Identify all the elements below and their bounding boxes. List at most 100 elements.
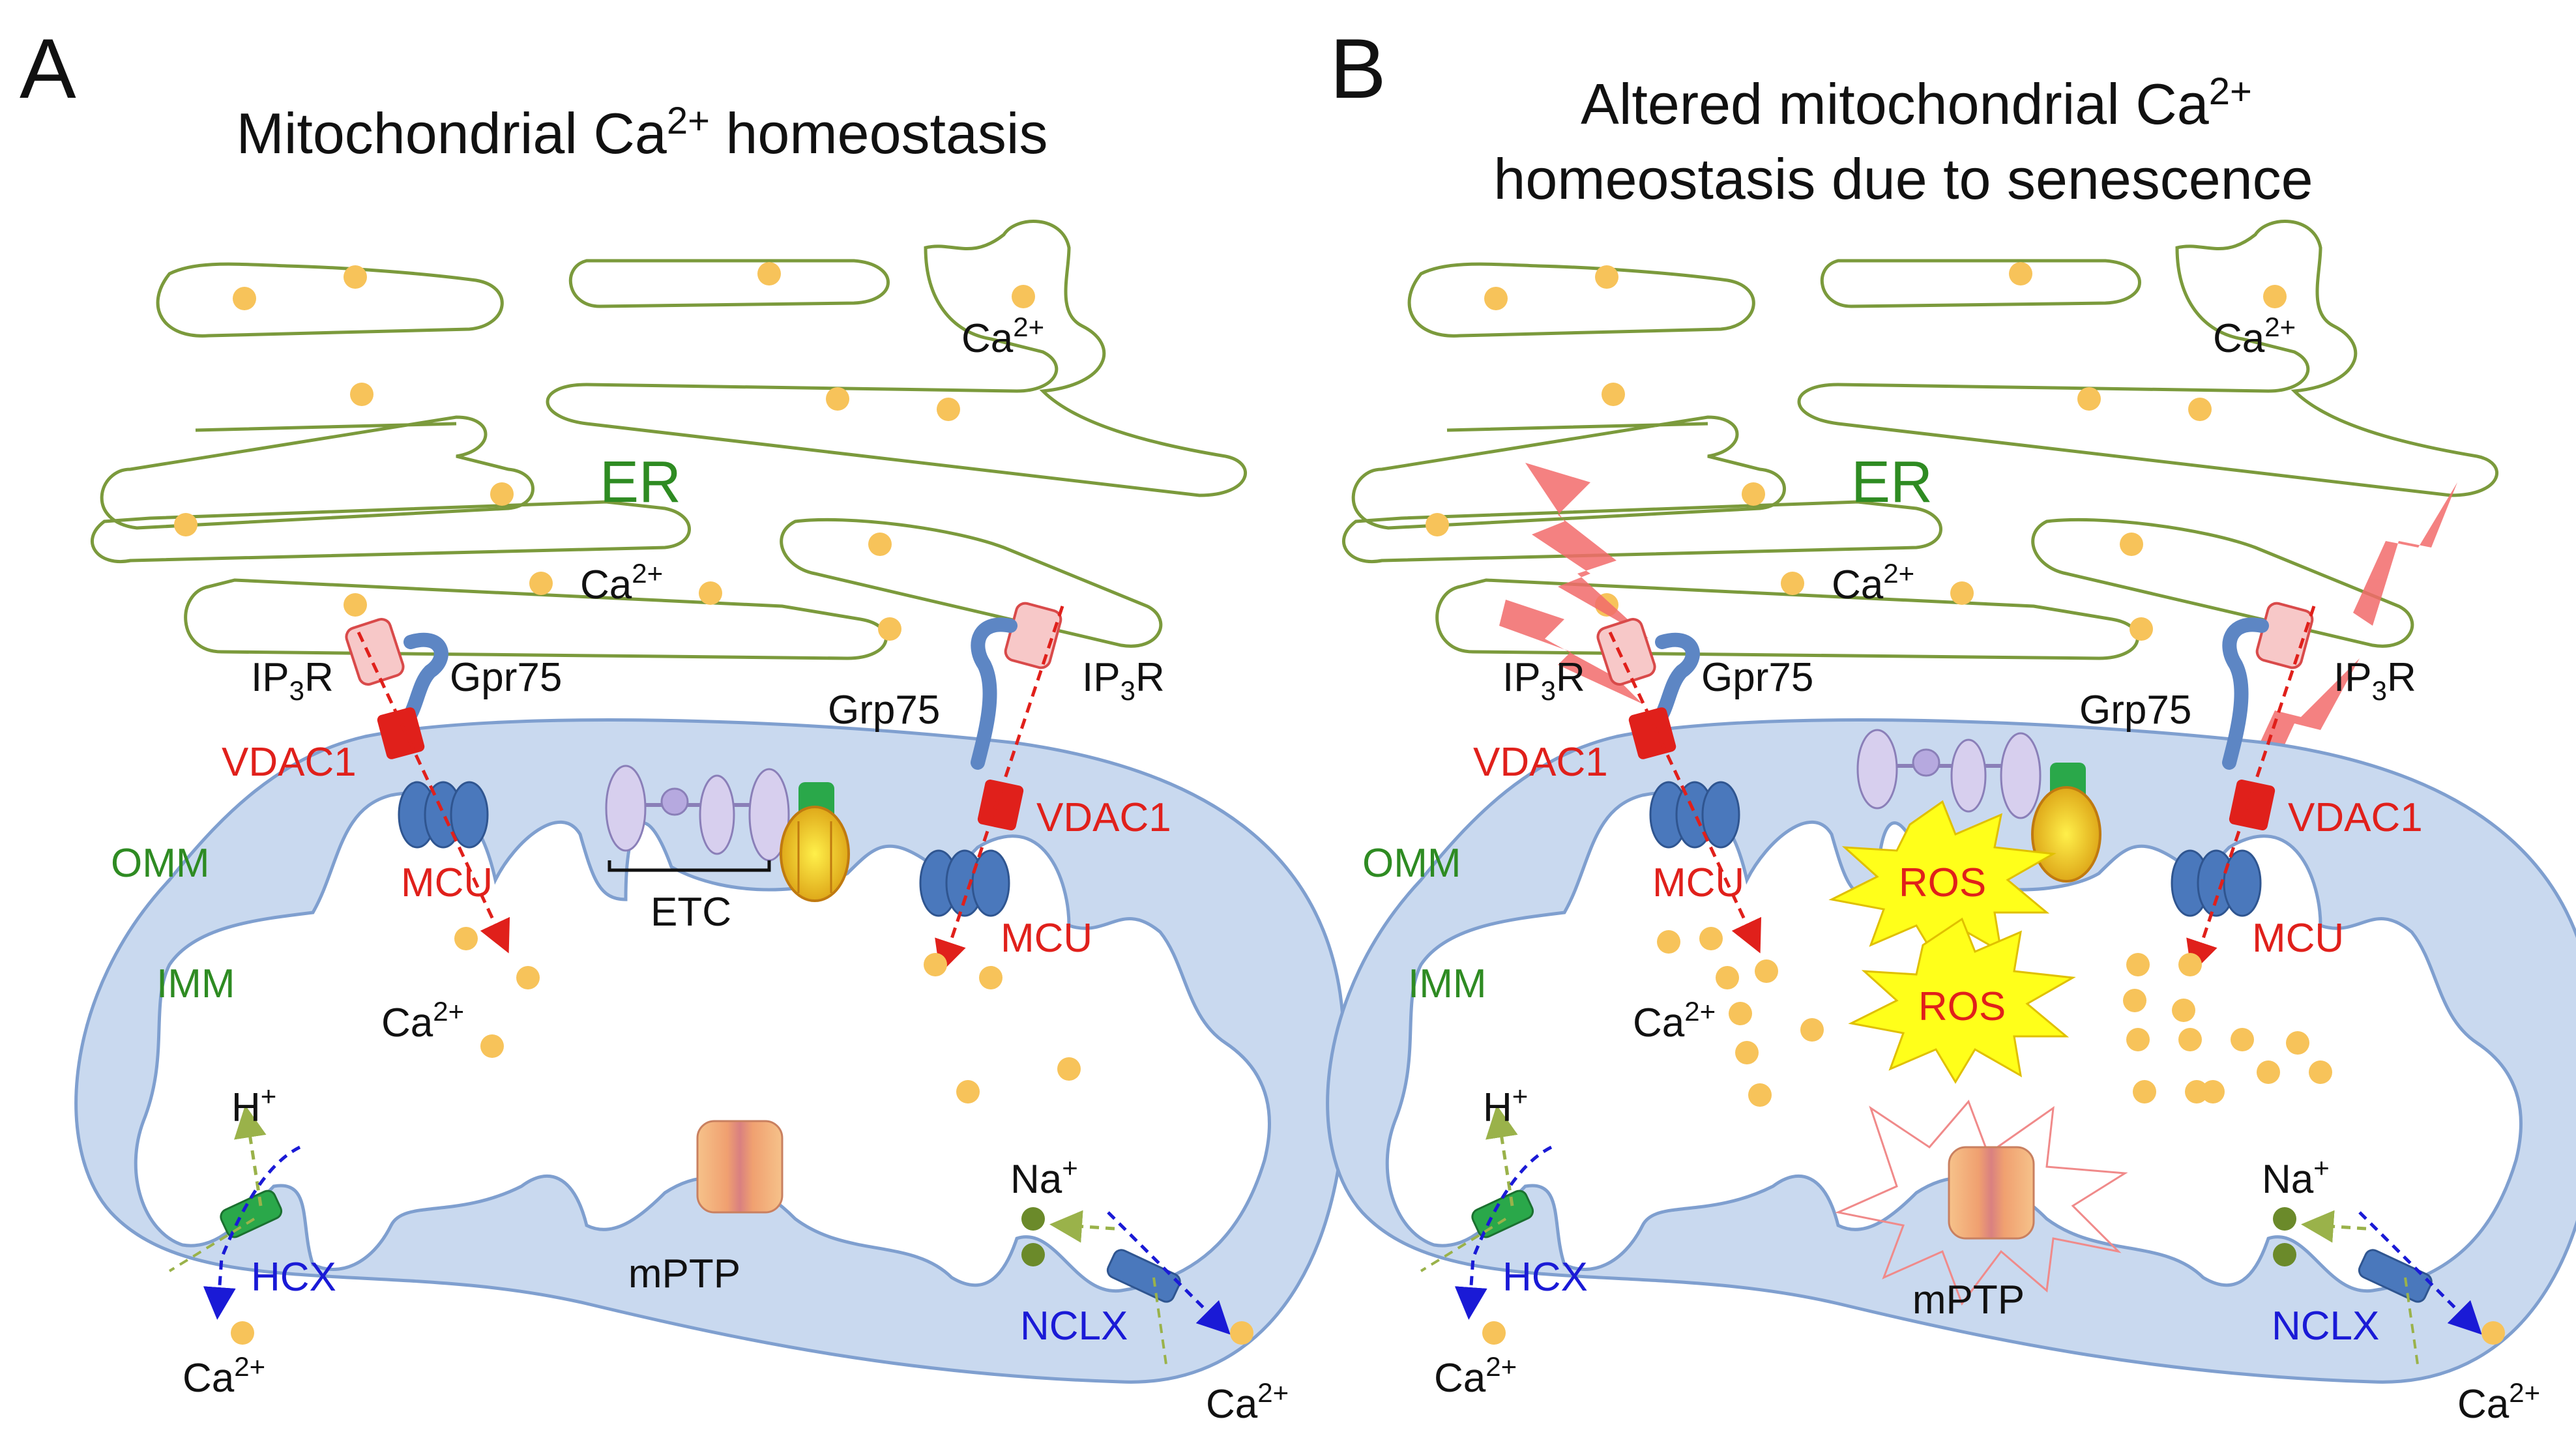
er-calcium-ions xyxy=(1426,262,2287,641)
calcium-ion xyxy=(2172,999,2195,1022)
mptp-label: mPTP xyxy=(628,1251,740,1296)
calcium-ion xyxy=(1484,287,1508,310)
lightning-bolt-icon xyxy=(2353,482,2457,626)
ros-label-2: ROS xyxy=(1918,984,2006,1029)
ca-label-matrix: Ca2+ xyxy=(1633,996,1716,1045)
calcium-ion xyxy=(924,953,947,976)
er-network xyxy=(1342,220,2498,660)
ca-label-nclx: Ca2+ xyxy=(1206,1377,1289,1427)
calcium-ion xyxy=(2009,262,2032,285)
grp75-right xyxy=(971,617,1017,770)
calcium-ion xyxy=(757,262,781,285)
ip3r-label-right: IP3R xyxy=(2334,655,2416,706)
calcium-ion xyxy=(2130,617,2153,641)
etc-label: ETC xyxy=(651,890,731,935)
atp-synthase xyxy=(780,782,850,902)
calcium-ion xyxy=(1657,930,1680,954)
calcium-flux-arrow-right xyxy=(935,606,1064,974)
calcium-ion xyxy=(480,1034,504,1058)
calcium-flux-arrow-left xyxy=(1608,631,1762,954)
vdac1-label-left: VDAC1 xyxy=(1473,740,1608,785)
ip3r-channel-right xyxy=(1004,602,1062,669)
calcium-ion xyxy=(2178,1028,2202,1051)
calcium-ion xyxy=(2231,1028,2254,1051)
grp75-right xyxy=(2222,617,2269,770)
calcium-ion xyxy=(1729,1002,1752,1025)
calcium-ion xyxy=(2077,387,2101,411)
hcx-label: HCX xyxy=(251,1255,336,1300)
mitochondrion-inner-membrane xyxy=(134,791,1271,1293)
matrix-calcium-ions xyxy=(454,927,1081,1104)
calcium-ion xyxy=(1742,482,1765,506)
ros-burst-1 xyxy=(1828,800,2056,960)
vdac1-label-right: VDAC1 xyxy=(1036,795,1171,840)
vdac1-label-left: VDAC1 xyxy=(222,740,357,785)
lightning-bolt-icon xyxy=(1525,463,1649,639)
calcium-ion xyxy=(2309,1060,2332,1084)
calcium-ion xyxy=(529,572,553,595)
grp75-label-right: Grp75 xyxy=(828,688,940,733)
calcium-ion xyxy=(490,482,514,506)
calcium-ion xyxy=(826,387,849,411)
calcium-ion xyxy=(2120,533,2143,556)
calcium-ion xyxy=(1426,513,1449,536)
calcium-ion xyxy=(2263,285,2287,308)
sodium-ion xyxy=(2273,1243,2296,1266)
calcium-ion xyxy=(1800,1018,1824,1042)
sodium-ion xyxy=(1021,1207,1045,1231)
calcium-ion xyxy=(174,513,198,536)
panel-a: A Mitochondrial Ca2+ homeostasis ER xyxy=(20,21,1347,1427)
grp75-label-right: Grp75 xyxy=(2079,688,2191,733)
imm-label: IMM xyxy=(156,961,235,1006)
calcium-ion xyxy=(868,533,892,556)
electron-transport-chain xyxy=(1856,729,2042,819)
atp-synthase xyxy=(2031,763,2101,883)
na-label: Na+ xyxy=(1010,1152,1078,1202)
calcium-ion xyxy=(2201,1080,2225,1104)
er-calcium-ions xyxy=(174,262,1035,641)
calcium-ion xyxy=(233,287,256,310)
panel-letter: A xyxy=(20,21,76,116)
calcium-ion xyxy=(1230,1321,1253,1345)
vdac1-label-right: VDAC1 xyxy=(2288,795,2423,840)
sodium-ion xyxy=(1021,1243,1045,1266)
mcu-label-right: MCU xyxy=(1001,916,1092,961)
ros-label-1: ROS xyxy=(1899,860,1986,905)
calcium-ion xyxy=(2133,1080,2156,1104)
calcium-ion xyxy=(1755,959,1778,983)
ca-label-er-top: Ca2+ xyxy=(961,312,1044,361)
sodium-ion xyxy=(2273,1207,2296,1231)
lightning-bolt-icon xyxy=(1499,600,1643,704)
left-ip3r-complex xyxy=(345,618,510,954)
calcium-ion xyxy=(1748,1083,1772,1107)
calcium-ion xyxy=(937,398,960,421)
matrix-calcium-ions xyxy=(1657,927,2332,1107)
calcium-ion xyxy=(2257,1060,2280,1084)
mcu-channel-left xyxy=(1649,781,1740,849)
calcium-flux-arrow-left xyxy=(357,631,510,954)
panel-letter: B xyxy=(1330,21,1386,116)
calcium-ion xyxy=(2481,1321,2505,1345)
nclx-label: NCLX xyxy=(2272,1304,2379,1349)
er-label: ER xyxy=(1851,450,1933,515)
ros-burst-2 xyxy=(1848,917,2076,1084)
nclx-label: NCLX xyxy=(1020,1304,1128,1349)
calcium-ion xyxy=(2126,1028,2150,1051)
right-ip3r-complex xyxy=(919,602,1064,974)
panel-title: Mitochondrial Ca2+ homeostasis xyxy=(237,100,1048,166)
ip3r-label-left: IP3R xyxy=(1502,655,1585,706)
calcium-ion xyxy=(956,1080,980,1104)
left-ip3r-complex xyxy=(1596,618,1762,954)
electron-transport-chain xyxy=(605,765,790,872)
ip3r-channel-right xyxy=(2255,602,2314,669)
calcium-ion xyxy=(1716,966,1739,989)
er-network xyxy=(91,220,1247,660)
mptp-pore-open xyxy=(1835,1100,2128,1306)
ca-label-er-mid: Ca2+ xyxy=(580,558,663,607)
panel-b: B Altered mitochondrial Ca2+ homeostasis… xyxy=(1326,21,2576,1427)
calcium-flux-arrow-right xyxy=(2186,606,2316,974)
grp75-label-left: Gpr75 xyxy=(450,655,562,700)
ip3r-label-left: IP3R xyxy=(251,655,334,706)
hcx-exchanger xyxy=(168,1105,301,1345)
